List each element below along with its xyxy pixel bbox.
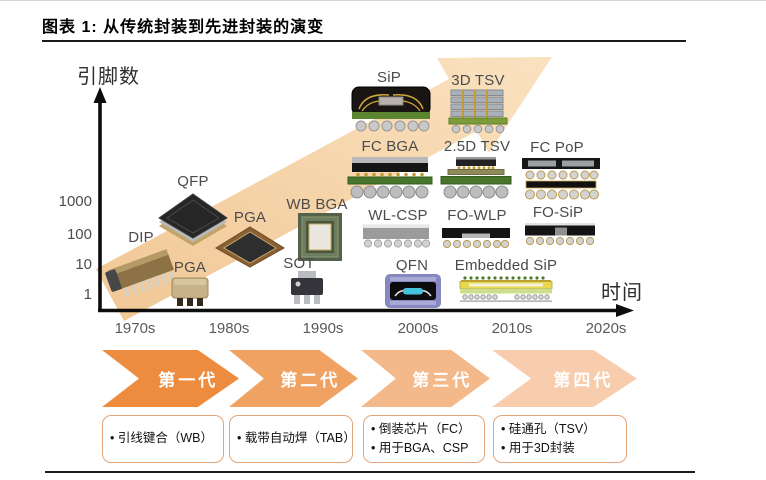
- technique-line: • 用于3D封装: [501, 441, 575, 455]
- technique-line: • 倒装芯片（FC）: [371, 421, 471, 436]
- sip-package-image: [351, 86, 431, 132]
- pga-mid-package-image: [215, 226, 285, 268]
- wl-csp-package-image: [362, 224, 431, 248]
- label-fo-wlp: FO-WLP: [447, 207, 507, 224]
- x-tick-2010s: 2010s: [491, 320, 533, 337]
- y-tick-1: 1: [83, 286, 92, 303]
- label-wb-bga: WB BGA: [286, 196, 348, 213]
- technique-line: • 用于BGA、CSP: [371, 441, 469, 455]
- x-axis: [98, 304, 634, 317]
- 3d-tsv-package-image: [448, 89, 508, 134]
- label-fo-sip: FO-SiP: [532, 204, 584, 221]
- fo-wlp-package-image: [442, 228, 510, 249]
- x-tick-1990s: 1990s: [302, 320, 344, 337]
- label-fc-bga: FC BGA: [361, 138, 419, 155]
- label-sot: SOT: [283, 255, 315, 272]
- generation-3-label: 第三代: [412, 371, 473, 390]
- generation-1-label: 第一代: [158, 371, 219, 390]
- y-tick-1000: 1000: [58, 193, 92, 210]
- x-tick-1970s: 1970s: [114, 320, 156, 337]
- label-fc-pop: FC PoP: [530, 139, 584, 156]
- fc-pop-package-image: [522, 158, 600, 200]
- y-axis: [93, 87, 107, 312]
- label-pga-1970s: PGA: [173, 259, 207, 276]
- y-tick-100: 100: [66, 226, 92, 243]
- label-qfp: QFP: [177, 173, 209, 190]
- generation-3-technique-box: • 倒装芯片（FC） • 用于BGA、CSP: [363, 415, 485, 463]
- label-pga-1980s: PGA: [233, 209, 267, 226]
- label-2-5d-tsv: 2.5D TSV: [443, 138, 511, 155]
- x-tick-2020s: 2020s: [585, 320, 627, 337]
- label-sip: SiP: [377, 69, 401, 86]
- technique-line: • 硅通孔（TSV）: [501, 421, 596, 436]
- dip-package-image: [105, 249, 176, 298]
- fo-sip-package-image: [525, 223, 595, 246]
- generation-4-technique-box: • 硅通孔（TSV） • 用于3D封装: [493, 415, 627, 463]
- technique-line: • 引线键合（WB）: [110, 431, 213, 446]
- title-divider: [42, 40, 686, 42]
- sot-package-image: [291, 271, 323, 304]
- fc-bga-package-image: [347, 157, 433, 199]
- generation-2-label: 第二代: [280, 371, 341, 390]
- generation-2-technique-box: • 载带自动焊（TAB）: [229, 415, 356, 463]
- label-qfn: QFN: [395, 257, 429, 274]
- generation-4-label: 第四代: [553, 371, 614, 390]
- y-tick-10: 10: [75, 256, 92, 273]
- label-wl-csp: WL-CSP: [368, 207, 428, 224]
- embedded-sip-package-image: [459, 276, 553, 302]
- wb-bga-package-image: [298, 213, 342, 261]
- 2-5d-tsv-package-image: [440, 157, 512, 199]
- label-dip: DIP: [128, 229, 154, 246]
- trend-arrow: [96, 57, 552, 321]
- technique-line: • 载带自动焊（TAB）: [237, 431, 356, 446]
- pga-small-package-image: [171, 277, 209, 306]
- qfn-package-image: [385, 274, 441, 308]
- x-tick-2000s: 2000s: [397, 320, 439, 337]
- bottom-divider: [45, 471, 695, 473]
- generation-1-technique-box: • 引线键合（WB）: [102, 415, 224, 463]
- y-axis-title: 引脚数: [77, 66, 140, 88]
- label-3d-tsv: 3D TSV: [451, 72, 505, 89]
- top-divider: [0, 0, 766, 1]
- qfp-package-image: [158, 193, 228, 246]
- x-axis-title: 时间: [601, 282, 643, 304]
- figure-title: 图表 1: 从传统封装到先进封装的演变: [42, 19, 325, 36]
- x-tick-1980s: 1980s: [208, 320, 250, 337]
- label-embedded-sip: Embedded SiP: [454, 257, 558, 274]
